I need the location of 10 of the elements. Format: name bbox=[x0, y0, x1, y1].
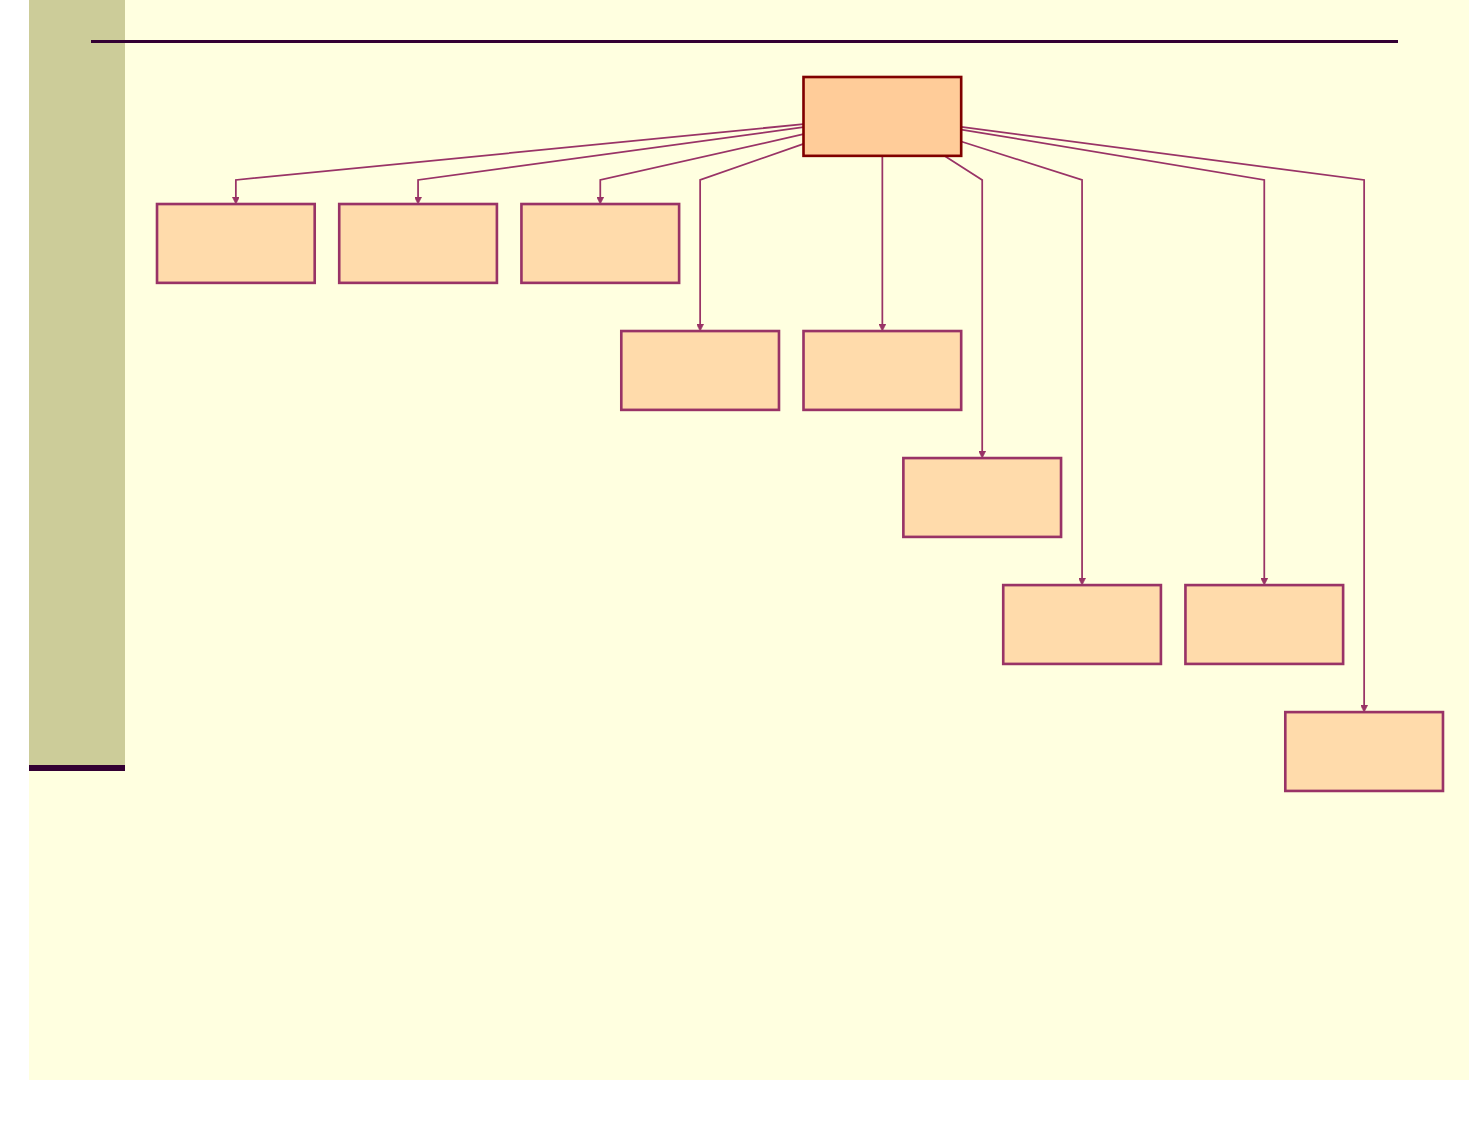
node-box bbox=[1001, 583, 1163, 666]
node-box bbox=[802, 329, 963, 412]
node-box bbox=[802, 75, 963, 158]
node-box bbox=[337, 202, 499, 285]
node-box bbox=[1184, 583, 1345, 666]
node-box bbox=[1284, 710, 1445, 793]
node-box bbox=[902, 456, 1063, 539]
node-box bbox=[520, 202, 681, 285]
node-box bbox=[620, 329, 781, 412]
node-box bbox=[155, 202, 316, 285]
